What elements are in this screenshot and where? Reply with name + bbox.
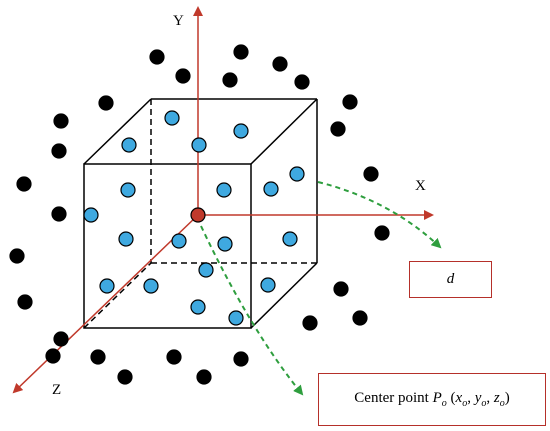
- x-axis-label: X: [415, 178, 426, 194]
- inner-point: [121, 137, 137, 153]
- outer-point: [9, 248, 25, 264]
- outer-point: [51, 143, 67, 159]
- outer-point: [342, 94, 358, 110]
- cube-front-face: [83, 163, 252, 329]
- inner-point: [99, 278, 115, 294]
- outer-point: [233, 44, 249, 60]
- axes: [12, 6, 434, 394]
- inner-point: [171, 233, 187, 249]
- distance-label: d: [446, 271, 455, 287]
- outer-point: [166, 349, 182, 365]
- outer-point: [17, 294, 33, 310]
- center-point: [190, 207, 206, 223]
- distance-label-box: d: [409, 261, 492, 298]
- outer-point: [352, 310, 368, 326]
- dashed-arrows: [200, 181, 442, 396]
- outer-point: [272, 56, 288, 72]
- inner-point: [143, 278, 159, 294]
- outer-point: [149, 49, 165, 65]
- y-axis-label: Y: [173, 13, 184, 29]
- inner-point: [120, 182, 136, 198]
- inner-point: [260, 277, 276, 293]
- outer-point: [16, 176, 32, 192]
- inner-point: [228, 310, 244, 326]
- cube-hidden-edges: [83, 99, 317, 329]
- outer-point: [53, 331, 69, 347]
- outer-point: [363, 166, 379, 182]
- inner-point: [191, 137, 207, 153]
- z-axis-label: Z: [52, 382, 62, 398]
- outer-point: [90, 349, 106, 365]
- outer-point: [333, 281, 349, 297]
- inner-point: [118, 231, 134, 247]
- outer-point: [117, 369, 133, 385]
- inner-point: [263, 181, 279, 197]
- outer-point: [233, 351, 249, 367]
- outer-point: [45, 348, 61, 364]
- outer-point: [175, 68, 191, 84]
- inner-point: [83, 207, 99, 223]
- inner-point: [164, 110, 180, 126]
- outer-point: [374, 225, 390, 241]
- center-arrow: [200, 225, 304, 396]
- cube-bottom-right-edge: [250, 262, 318, 329]
- center-point-label: Center point Po (xo, yo, zo): [354, 390, 510, 409]
- center-point-box: Center point Po (xo, yo, zo): [318, 373, 546, 426]
- z-axis: [12, 214, 199, 394]
- inner-point: [198, 262, 214, 278]
- inner-point: [190, 299, 206, 315]
- inner-point: [217, 236, 233, 252]
- outer-point: [222, 72, 238, 88]
- inner-point: [289, 166, 305, 182]
- outer-point: [302, 315, 318, 331]
- outer-point: [51, 206, 67, 222]
- outer-point: [294, 74, 310, 90]
- inner-point: [216, 182, 232, 198]
- outer-point: [196, 369, 212, 385]
- points-layer: [9, 44, 390, 385]
- outer-point: [98, 95, 114, 111]
- cube-top-right-edge: [250, 98, 318, 165]
- outer-point: [53, 113, 69, 129]
- inner-point: [233, 123, 249, 139]
- outer-point: [330, 121, 346, 137]
- inner-point: [282, 231, 298, 247]
- cube-top-left-edge: [83, 98, 152, 165]
- cube: [83, 98, 318, 329]
